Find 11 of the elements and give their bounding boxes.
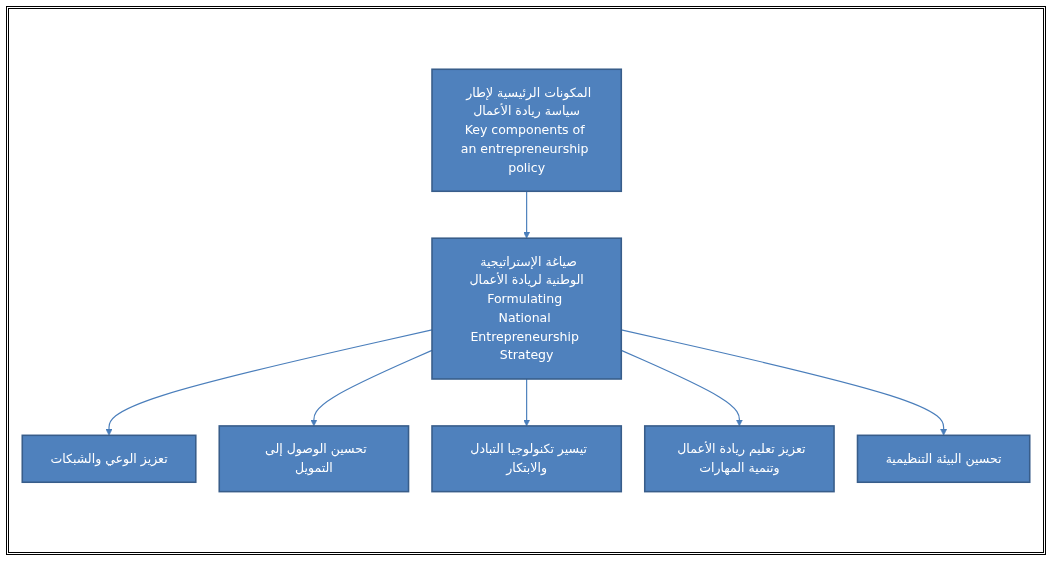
arrow [523,378,531,427]
arrow [523,190,531,239]
arrow [310,349,433,427]
node-box [856,434,1031,484]
node-box [431,237,623,380]
node-box [21,434,197,484]
node-box [431,68,623,193]
node-box [431,425,623,493]
node-box [218,425,410,493]
node-box [643,425,835,493]
arrow [105,329,433,436]
